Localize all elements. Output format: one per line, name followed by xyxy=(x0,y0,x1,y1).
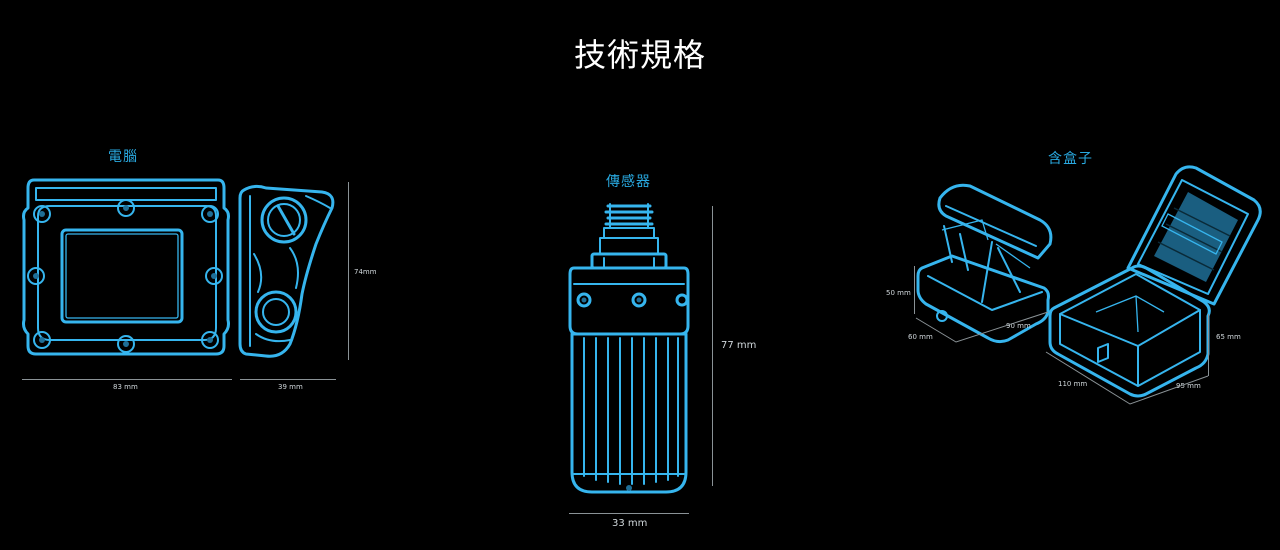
page-title: 技術規格 xyxy=(573,36,706,74)
box-label: 含盒子 xyxy=(1048,151,1093,167)
small-height-line xyxy=(914,266,915,314)
sensor-drawing xyxy=(568,203,690,494)
sensor-width-line xyxy=(569,513,689,514)
large-width-dim: 95 mm xyxy=(1176,382,1201,390)
sensor-height-dim: 77 mm xyxy=(721,340,757,351)
large-height-dim: 65 mm xyxy=(1216,333,1241,341)
small-box-dim-lines xyxy=(915,311,1049,343)
computer-width-line xyxy=(22,379,232,380)
sensor-height-line xyxy=(712,206,713,486)
small-width-dim: 90 mm xyxy=(1006,322,1031,330)
computer-side-drawing xyxy=(238,184,335,358)
sensor-label: 傳感器 xyxy=(606,174,651,190)
computer-front-drawing xyxy=(22,178,230,356)
small-depth-dim: 60 mm xyxy=(908,333,933,341)
large-box-drawing xyxy=(1048,165,1262,398)
large-height-line xyxy=(1208,314,1209,376)
computer-label: 電腦 xyxy=(108,149,138,165)
large-depth-dim: 110 mm xyxy=(1058,380,1088,388)
computer-height-dim: 74mm xyxy=(354,268,377,276)
computer-height-line xyxy=(348,182,349,360)
computer-width-dim: 83 mm xyxy=(113,383,138,391)
computer-depth-dim: 39 mm xyxy=(278,383,303,391)
small-height-dim: 50 mm xyxy=(886,289,911,297)
sensor-width-dim: 33 mm xyxy=(612,518,648,529)
small-box-drawing xyxy=(916,183,1053,344)
computer-depth-line xyxy=(240,379,336,380)
large-box-dim-lines xyxy=(1045,351,1209,405)
